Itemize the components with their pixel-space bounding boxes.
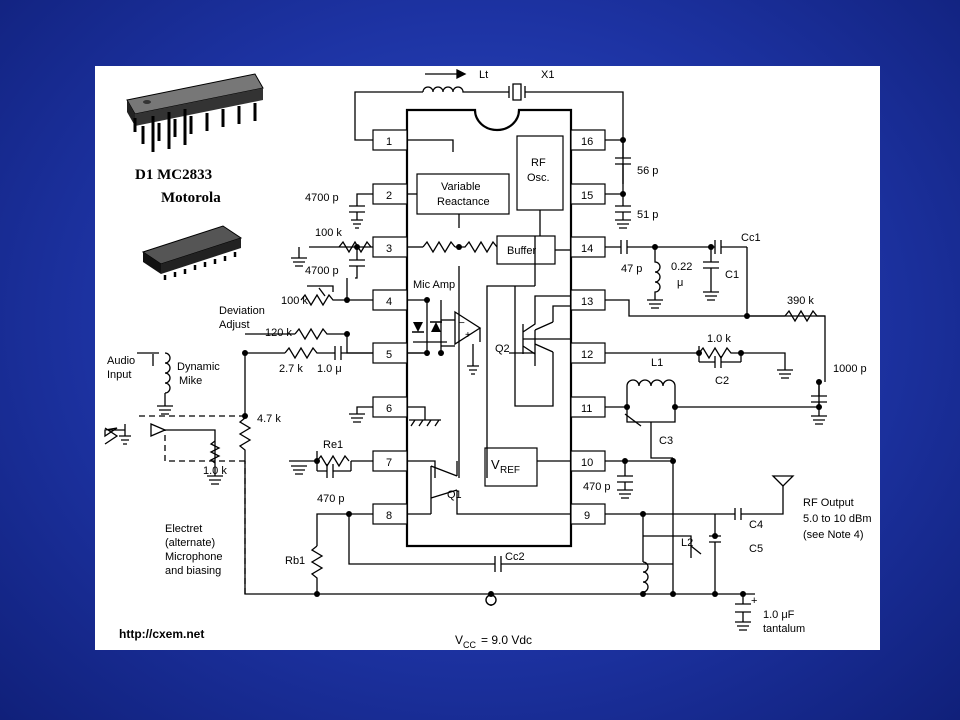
c-tantalum-label: 1.0 μF <box>763 609 795 621</box>
re1-label: Re1 <box>323 439 343 451</box>
external-wiring-left <box>104 83 755 595</box>
vcc-subscript: CC <box>463 640 476 650</box>
c2-label: C2 <box>715 375 729 387</box>
rf-osc-label: RF <box>531 157 546 169</box>
right-pins <box>570 129 606 525</box>
electret-label: Microphone <box>165 551 222 563</box>
vcc-label: V <box>455 633 463 647</box>
lt-label: Lt <box>479 69 488 81</box>
c51-label: 51 p <box>637 209 658 221</box>
rf-output-label: 5.0 to 10 dBm <box>803 513 872 525</box>
c-tantalum-label: tantalum <box>763 623 805 635</box>
x1-label: X1 <box>541 69 554 81</box>
external-wiring-right <box>490 139 827 631</box>
op-amp-plus: + <box>465 330 471 341</box>
vref-block <box>484 447 538 487</box>
pin-label: 7 <box>386 457 392 469</box>
rf-output-label: (see Note 4) <box>803 529 864 541</box>
electret-dashed-circuit <box>104 415 246 594</box>
pin-label: 2 <box>386 190 392 202</box>
c56-label: 56 p <box>637 165 658 177</box>
title-manufacturer: Motorola <box>161 190 221 206</box>
c4-label: C4 <box>749 519 763 531</box>
pin-label: 15 <box>581 190 593 202</box>
vcc-value: = 9.0 Vdc <box>481 633 532 647</box>
c4700a-label: 4700 p <box>305 192 339 204</box>
l2-label: L2 <box>681 537 693 549</box>
variable-reactance-label: Variable <box>441 181 481 193</box>
rb1-label: Rb1 <box>285 555 305 567</box>
rf-output-label: RF Output <box>803 497 854 509</box>
cc2-label: Cc2 <box>505 551 525 563</box>
rf-osc-block <box>516 135 564 211</box>
deviation-label: Deviation <box>219 305 265 317</box>
lt-tuning-arrow <box>425 68 467 80</box>
deviation-label: Adjust <box>219 319 250 331</box>
pin-label: 11 <box>581 403 592 415</box>
pin-label: 1 <box>386 136 392 148</box>
c47-label: 47 p <box>621 263 642 275</box>
pin-label: 10 <box>581 457 593 469</box>
electret-label: and biasing <box>165 565 221 577</box>
r10-label: 1.0 k <box>203 465 227 477</box>
l022-label: 0.22 <box>671 261 692 273</box>
vref-label: V <box>491 457 500 472</box>
r27-label: 2.7 k <box>279 363 303 375</box>
r100a-label: 100 k <box>315 227 342 239</box>
pin-label: 16 <box>581 136 593 148</box>
mic-amp-diodes <box>412 321 447 343</box>
title-part-number: D1 MC2833 <box>135 167 212 183</box>
r120-label: 120 k <box>265 327 292 339</box>
cc1-label: Cc1 <box>741 232 761 244</box>
buffer-label: Buffer <box>507 245 536 257</box>
pin-label: 5 <box>386 349 392 361</box>
c3-label: C3 <box>659 435 673 447</box>
internal-wiring <box>407 139 571 515</box>
op-amp-minus: − <box>459 318 465 329</box>
ic-body <box>405 108 573 548</box>
c5-label: C5 <box>749 543 763 555</box>
mic-amp-label: Mic Amp <box>413 279 455 291</box>
c10u-label: 1.0 μ <box>317 363 342 375</box>
r10b-label: 1.0 k <box>707 333 731 345</box>
pin-label: 9 <box>584 510 590 522</box>
electret-label: Electret <box>165 523 202 535</box>
vref-subscript: REF <box>500 465 520 476</box>
schematic-panel: D1 MC2833 Motorola 1 2 <box>95 66 880 650</box>
c470b-label: 470 p <box>583 481 611 493</box>
r100b-label: 100 k <box>281 295 308 307</box>
source-url[interactable]: http://cxem.net <box>119 627 204 641</box>
pin-label: 6 <box>386 403 392 415</box>
audio-input-label: Input <box>107 369 131 381</box>
r47-label: 4.7 k <box>257 413 281 425</box>
pin-label: 12 <box>581 349 593 361</box>
rf-osc-label: Osc. <box>527 172 550 184</box>
pin-label: 13 <box>581 296 593 308</box>
c4700b-label: 4700 p <box>305 265 339 277</box>
audio-input-label: Audio <box>107 355 135 367</box>
variable-reactance-label: Reactance <box>437 196 490 208</box>
r390-label: 390 k <box>787 295 814 307</box>
q1-label: Q1 <box>447 489 462 501</box>
junction-dots <box>242 137 822 597</box>
pin-label: 8 <box>386 510 392 522</box>
c470a-label: 470 p <box>317 493 345 505</box>
q2-label: Q2 <box>495 343 510 355</box>
l022-unit: μ <box>677 277 683 289</box>
variable-reactance-block <box>416 173 510 215</box>
dynamic-mike-label: Mike <box>179 375 202 387</box>
c1000-label: 1000 p <box>833 363 867 375</box>
c1-label: C1 <box>725 269 739 281</box>
q2-transistor <box>522 295 571 366</box>
tantalum-plus: + <box>751 595 757 607</box>
electret-label: (alternate) <box>165 537 215 549</box>
pin-label: 3 <box>386 243 392 255</box>
soic-chip-illustration <box>141 225 243 280</box>
dynamic-mike-label: Dynamic <box>177 361 220 373</box>
pin-label: 14 <box>581 243 593 255</box>
pin-label: 4 <box>386 296 392 308</box>
l1-label: L1 <box>651 357 663 369</box>
dip-chip-illustration <box>126 73 264 152</box>
circuit-diagram: D1 MC2833 Motorola 1 2 <box>104 68 872 650</box>
